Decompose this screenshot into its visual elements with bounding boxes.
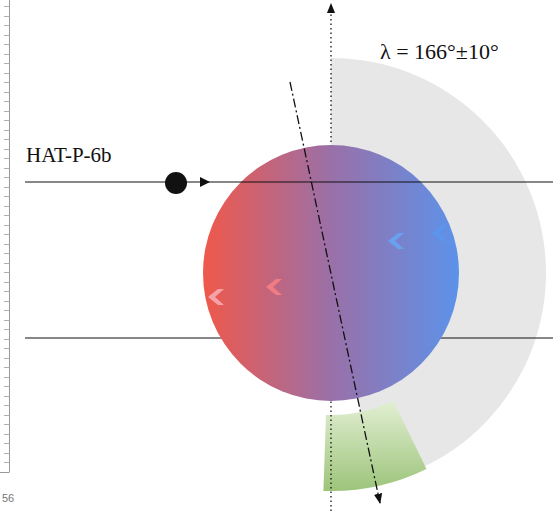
axis-tick	[4, 149, 10, 150]
axis-tick	[4, 234, 10, 235]
orbit-path	[25, 182, 553, 183]
axis-tick	[4, 54, 10, 55]
axis-tick	[4, 339, 10, 340]
axis-tick	[4, 177, 10, 178]
axis-tick	[4, 263, 10, 264]
axis-tick	[4, 272, 10, 273]
axis-tick	[4, 130, 10, 131]
planet-label: HAT-P-6b	[26, 144, 112, 167]
axis-tick	[4, 215, 10, 216]
axis-tick	[4, 196, 10, 197]
orbit-arrow	[200, 177, 210, 187]
axis-tick	[4, 434, 10, 435]
axis-tick	[4, 101, 10, 102]
axis-tick	[4, 462, 10, 463]
angle-label: λ = 166°±10°	[380, 40, 499, 64]
axis-tick	[4, 244, 10, 245]
axis-tick	[4, 329, 10, 330]
axis-tick	[4, 320, 10, 321]
axis-tick	[4, 415, 10, 416]
planet	[165, 172, 187, 194]
axis-tick	[4, 386, 10, 387]
axis-tick	[4, 6, 10, 7]
axis-number: 56	[2, 492, 14, 504]
chart-edge	[0, 0, 10, 473]
axis-tick	[4, 348, 10, 349]
axis-tick	[4, 73, 10, 74]
axis-tick	[4, 82, 10, 83]
axis-tick	[4, 405, 10, 406]
axis-tick	[4, 111, 10, 112]
axis-tick	[4, 158, 10, 159]
axis-tick	[4, 187, 10, 188]
axis-tick	[4, 120, 10, 121]
axis-tick	[4, 358, 10, 359]
axis-tick	[4, 282, 10, 283]
axis-tick	[4, 139, 10, 140]
axis-tick	[4, 25, 10, 26]
axis-tick	[4, 377, 10, 378]
axis-tick	[4, 16, 10, 17]
axis-tick	[4, 424, 10, 425]
axis-tick	[4, 225, 10, 226]
rotation-chevrons	[208, 225, 448, 305]
axis-tick	[4, 206, 10, 207]
axis-tick	[4, 253, 10, 254]
axis-tick	[4, 63, 10, 64]
axis-tick	[4, 310, 10, 311]
axis-tick	[4, 291, 10, 292]
axis-tick	[4, 443, 10, 444]
axis-tick	[4, 35, 10, 36]
axis-ticks	[4, 7, 10, 463]
axis-tick	[4, 453, 10, 454]
axis-tick	[4, 396, 10, 397]
axis-tick	[4, 367, 10, 368]
axis-tick	[4, 301, 10, 302]
axis-tick	[4, 92, 10, 93]
axis-tick	[4, 44, 10, 45]
axis-tick	[4, 168, 10, 169]
spin-axis	[290, 82, 380, 503]
